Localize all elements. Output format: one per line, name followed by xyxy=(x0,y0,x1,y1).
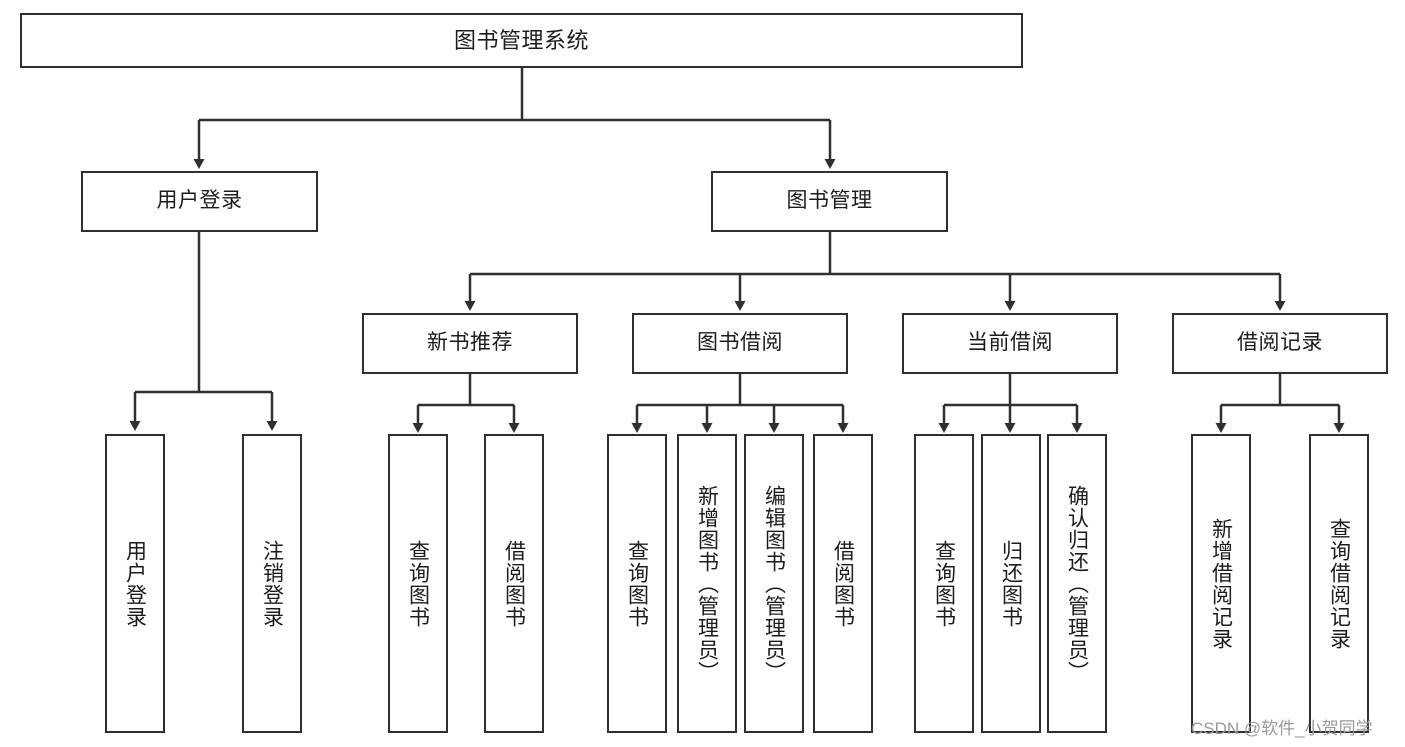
node-label: 编辑图书（管理员） xyxy=(762,484,786,683)
leaf-new-book-borrow[interactable]: 借阅图书 xyxy=(484,434,544,733)
node-label: 查询图书 xyxy=(625,539,649,628)
leaf-current-borrow-query[interactable]: 查询图书 xyxy=(914,434,974,733)
node-label: 归还图书 xyxy=(999,539,1023,628)
leaf-book-borrow-add[interactable]: 新增图书（管理员） xyxy=(677,434,737,733)
leaf-user-login-signout[interactable]: 注销登录 xyxy=(242,434,302,733)
node-label: 图书借阅 xyxy=(697,331,783,355)
node-new-book-recommend[interactable]: 新书推荐 xyxy=(362,313,578,374)
node-label: 用户登录 xyxy=(156,189,243,213)
node-label: 借阅记录 xyxy=(1237,331,1323,355)
node-label: 借阅图书 xyxy=(831,539,855,628)
leaf-book-borrow-query[interactable]: 查询图书 xyxy=(607,434,667,733)
watermark-text: CSDN @软件_小贺同学 xyxy=(1191,719,1373,738)
node-book-borrow[interactable]: 图书借阅 xyxy=(632,313,848,374)
leaf-borrow-record-add[interactable]: 新增借阅记录 xyxy=(1191,434,1251,733)
node-label: 查询借阅记录 xyxy=(1327,517,1351,650)
leaf-borrow-record-query[interactable]: 查询借阅记录 xyxy=(1309,434,1369,733)
node-label: 图书管理系统 xyxy=(453,27,589,53)
leaf-current-borrow-return[interactable]: 归还图书 xyxy=(981,434,1041,733)
node-label: 查询图书 xyxy=(932,539,956,628)
node-label: 借阅图书 xyxy=(502,539,526,628)
node-label: 图书管理 xyxy=(786,189,873,213)
leaf-user-login-signin[interactable]: 用户登录 xyxy=(105,434,165,733)
leaf-current-borrow-confirm-return[interactable]: 确认归还（管理员） xyxy=(1047,434,1107,733)
node-label: 新增借阅记录 xyxy=(1209,517,1233,650)
leaf-book-borrow-lend[interactable]: 借阅图书 xyxy=(813,434,873,733)
leaf-new-book-query[interactable]: 查询图书 xyxy=(388,434,448,733)
leaf-book-borrow-edit[interactable]: 编辑图书（管理员） xyxy=(744,434,804,733)
node-label: 确认归还（管理员） xyxy=(1065,484,1089,683)
node-book-management[interactable]: 图书管理 xyxy=(711,171,948,232)
node-label: 当前借阅 xyxy=(967,331,1053,355)
node-label: 注销登录 xyxy=(260,539,284,628)
node-label: 新增图书（管理员） xyxy=(695,484,719,683)
node-current-borrow[interactable]: 当前借阅 xyxy=(902,313,1118,374)
node-label: 新书推荐 xyxy=(427,331,513,355)
node-label: 用户登录 xyxy=(123,539,147,628)
node-user-login[interactable]: 用户登录 xyxy=(81,171,318,232)
node-borrow-record[interactable]: 借阅记录 xyxy=(1172,313,1388,374)
node-label: 查询图书 xyxy=(406,539,430,628)
node-root-system[interactable]: 图书管理系统 xyxy=(20,13,1023,68)
